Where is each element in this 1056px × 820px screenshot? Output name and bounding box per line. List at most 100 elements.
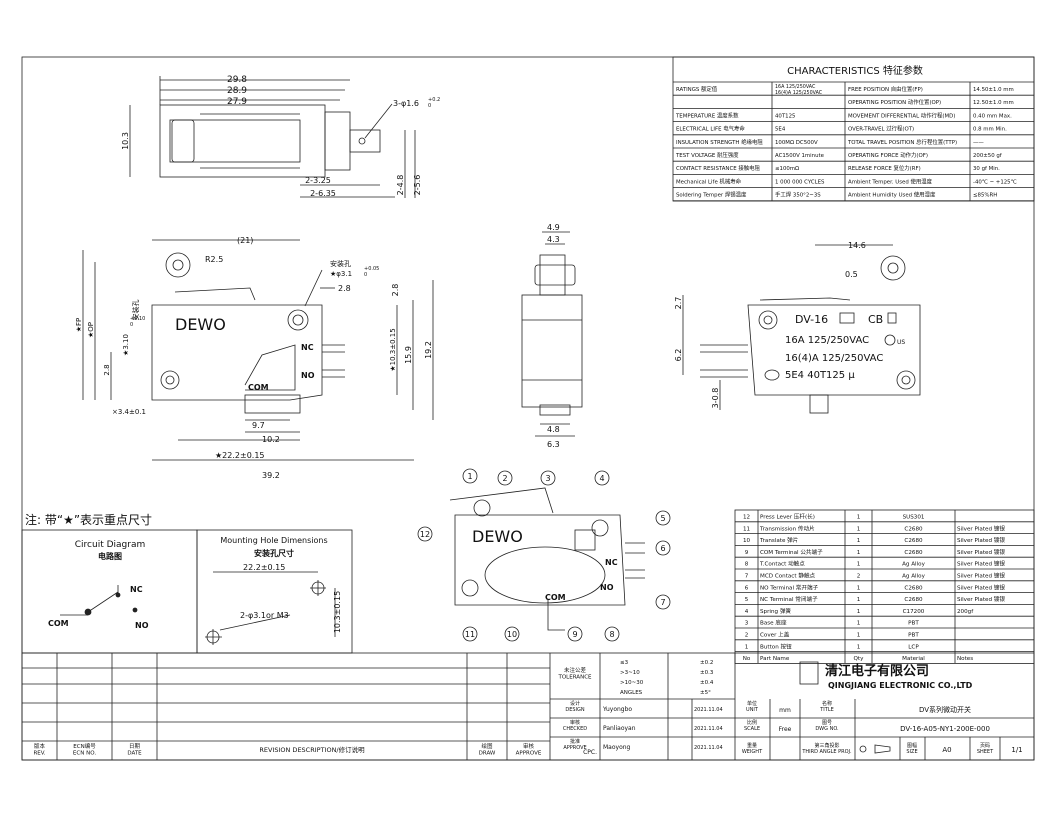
char-cell-2-1: 40T125 <box>775 113 795 119</box>
ul-icon <box>884 334 896 346</box>
top-dim-9: 2-6.35 <box>310 189 336 198</box>
tuv-icon <box>839 312 855 324</box>
front-dim-10: ★OP <box>87 322 95 338</box>
front-dim-23: 39.2 <box>262 471 280 480</box>
title-check-name: Panliaoyan <box>603 725 636 732</box>
callout-circle <box>567 626 583 642</box>
bom-cell-11-2: 1 <box>857 644 861 650</box>
front-dim-11: ★3.10 <box>122 334 130 356</box>
bom-cell-5-2: 2 <box>857 574 861 580</box>
bom-cell-6-0: 6 <box>745 585 749 591</box>
char-cell-2-3: 0.40 mm Max. <box>973 113 1012 119</box>
mounting-title-cn: 安装孔尺寸 <box>254 548 294 558</box>
bom-cell-12-3: Material <box>902 656 925 662</box>
front-dim-14: 安装孔 <box>131 300 140 321</box>
front-dim-13: 0 <box>130 322 133 328</box>
callout-circle <box>604 626 620 642</box>
callout-label-5: 5 <box>660 514 665 523</box>
side-dim-4: 6.3 <box>547 440 560 449</box>
bom-cell-3-2: 1 <box>857 550 861 556</box>
char-cell-4-0: INSULATION STRENGTH 绝缘电阻 <box>676 138 763 146</box>
bom-cell-1-3: C2680 <box>904 526 923 532</box>
right-dim-1: 14.6 <box>848 241 866 250</box>
title-sheet: 1/1 <box>1011 746 1022 754</box>
bom-cell-7-0: 5 <box>745 597 749 603</box>
callout-circle <box>462 626 478 642</box>
sheet-border <box>21 56 1035 761</box>
bom-cell-2-3: C2680 <box>904 538 923 544</box>
bom-cell-1-0: 11 <box>743 526 751 532</box>
front-dim-7: 2.8 <box>338 284 351 293</box>
company-logo-icon <box>799 661 819 685</box>
tolerance-range-0: ≤3 <box>620 660 629 666</box>
bom-cell-3-0: 9 <box>745 550 749 556</box>
right-us: US <box>897 339 905 346</box>
char-cell-4-3: —— <box>973 140 984 146</box>
front-dim-12: +0.10 <box>130 316 145 322</box>
char-cell-4-2: TOTAL TRAVEL POSITION 总行程位置(TTP) <box>847 138 957 146</box>
bom-cell-8-4: 200gf <box>957 609 974 615</box>
bom-cell-1-4: Silver Plated 镀银 <box>957 524 1005 532</box>
front-dim-5: +0.05 <box>364 266 379 272</box>
title-approve-date: 2021.11.04 <box>694 745 723 751</box>
char-cell-6-1: ≤100mΩ <box>775 166 799 172</box>
bom-cell-11-3: LCP <box>908 644 919 650</box>
mounting-hole-dimensions: Mounting Hole Dimensions 安装孔尺寸 22.2±0.15… <box>196 529 353 654</box>
bom-cell-0-3: SUS301 <box>903 515 925 521</box>
char-cell-8-1: 手工焊 350°2~3S <box>775 191 821 199</box>
circuit-diagram: Circuit Diagram 电路图 NC NO COM <box>21 529 198 654</box>
title-design-name: Yuyongbo <box>602 706 632 713</box>
bom-cell-11-1: Button 按钮 <box>760 642 792 650</box>
callout-label-9: 9 <box>572 630 577 639</box>
char-cell-7-1: 1 000 000 CYCLES <box>775 179 825 185</box>
front-dim-16: 15.9 <box>404 346 413 364</box>
bom-cell-7-4: Silver Plated 镀银 <box>957 595 1005 603</box>
char-cell-1-3: 12.50±1.0 mm <box>973 100 1014 106</box>
tolerance-value-2: ±0.4 <box>700 680 714 686</box>
callout-circle <box>462 468 478 484</box>
company-name-cn: 清江电子有限公司 <box>825 663 929 679</box>
rev-col-3: REVISION DESCRIPTION/修订说明 <box>259 745 365 754</box>
char-cell-3-1: 5E4 <box>775 127 786 133</box>
title-check-date: 2021.11.04 <box>694 726 723 732</box>
bom-cell-6-3: C2680 <box>904 585 923 591</box>
front-dim-17: 19.2 <box>424 341 433 359</box>
bom-cell-0-0: 12 <box>743 515 750 521</box>
front-dim-4: ★φ3.1 <box>330 270 352 278</box>
bom-cell-3-3: C2680 <box>904 550 923 556</box>
front-com: COM <box>248 383 269 392</box>
callout-circle <box>594 470 610 486</box>
callout-label-7: 7 <box>660 598 665 607</box>
callout-label-4: 4 <box>599 474 604 483</box>
right-dim-2: 0.5 <box>845 270 858 279</box>
char-cell-5-1: AC1500V 1minute <box>775 153 825 159</box>
char-cell-2-0: TEMPERATURE 温度系数 <box>675 111 739 119</box>
side-view: 4.9 4.3 4.8 6.3 <box>521 223 583 449</box>
right-rating2: 16(4)A 125/250VAC <box>785 353 883 364</box>
projection-cone-icon <box>874 744 891 754</box>
right-rating1: 16A 125/250VAC <box>785 335 869 346</box>
mounting-dim-h: 10.3±0.15 <box>333 591 342 633</box>
char-cell-6-0: CONTACT RESISTANCE 接触电阻 <box>676 164 761 172</box>
bom-cell-9-1: Base 底座 <box>760 619 787 627</box>
tolerance-range-2: >10~30 <box>620 680 644 686</box>
bom-cell-9-2: 1 <box>857 621 861 627</box>
right-dim-3: 2.7 <box>674 297 683 310</box>
front-dim-1: (21) <box>237 236 253 245</box>
right-view: 14.6 0.5 2.7 6.2 3-0.8 DV-16 CB 16A 125/… <box>674 241 921 414</box>
bom-cell-9-0: 3 <box>745 621 749 627</box>
front-dim-19: ×3.4±0.1 <box>112 408 146 416</box>
